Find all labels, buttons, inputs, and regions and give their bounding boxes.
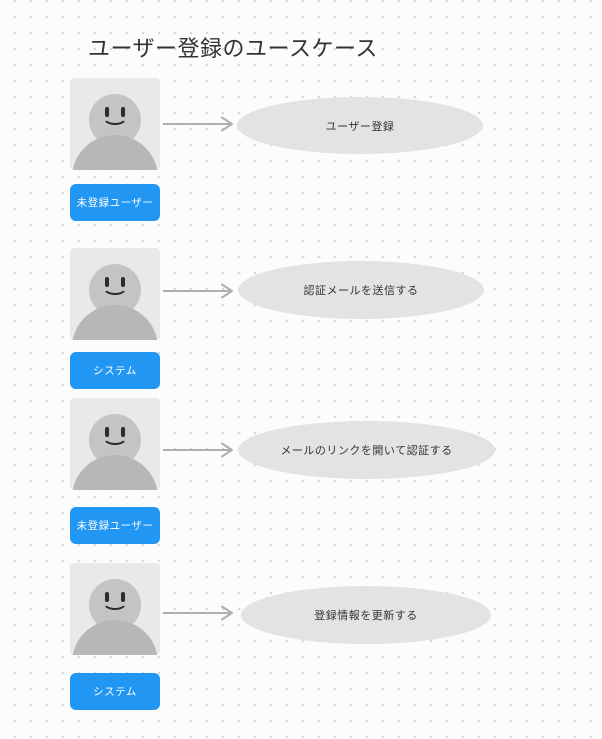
actor-name-badge[interactable]: システム — [70, 352, 160, 389]
actor-body — [72, 455, 158, 490]
usecase-label: メールのリンクを開いて認証する — [280, 445, 453, 457]
usecase-label: 登録情報を更新する — [314, 610, 418, 622]
actor-body — [72, 620, 158, 655]
actor-name-badge[interactable]: システム — [70, 673, 160, 710]
actor-name-badge[interactable]: 未登録ユーザー — [70, 184, 160, 221]
actor-name-badge[interactable]: 未登録ユーザー — [70, 507, 160, 544]
usecase-ellipse[interactable]: 認証メールを送信する — [238, 261, 484, 319]
actor-name-label: 未登録ユーザー — [76, 197, 154, 209]
usecase-ellipse[interactable]: ユーザー登録 — [237, 97, 483, 154]
smile-mouth — [102, 592, 128, 610]
usecase-label: 認証メールを送信する — [303, 285, 419, 297]
usecase-ellipse[interactable]: 登録情報を更新する — [241, 586, 491, 644]
actor-name-label: システム — [93, 686, 137, 698]
actor-shape[interactable] — [70, 563, 160, 655]
actor-body — [72, 305, 158, 340]
connector-arrow[interactable] — [163, 605, 239, 621]
actor-name-label: 未登録ユーザー — [76, 520, 154, 532]
smile-mouth — [102, 277, 128, 295]
actor-body — [72, 135, 158, 170]
usecase-ellipse[interactable]: メールのリンクを開いて認証する — [238, 421, 495, 479]
usecase-label: ユーザー登録 — [325, 120, 395, 133]
actor-shape[interactable] — [70, 398, 160, 490]
smile-mouth — [102, 107, 128, 125]
connector-arrow[interactable] — [163, 116, 239, 132]
connector-arrow[interactable] — [163, 283, 239, 299]
diagram-title[interactable]: ユーザー登録のユースケース — [88, 36, 378, 61]
actor-shape[interactable] — [70, 248, 160, 340]
connector-arrow[interactable] — [163, 442, 239, 458]
smile-mouth — [102, 427, 128, 445]
actor-shape[interactable] — [70, 78, 160, 170]
actor-name-label: システム — [93, 365, 137, 377]
